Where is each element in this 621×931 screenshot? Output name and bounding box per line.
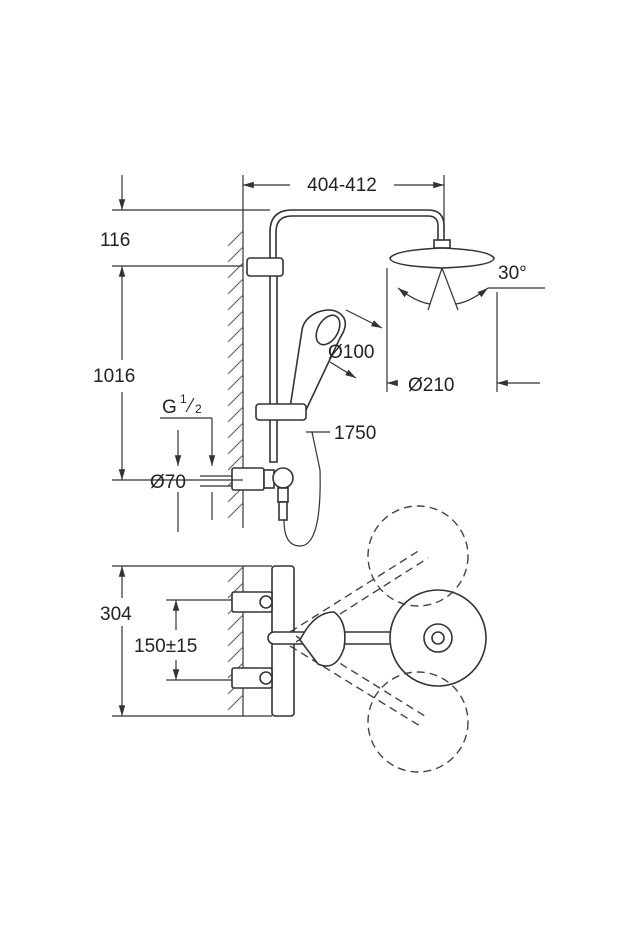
svg-text:G: G (162, 397, 177, 418)
wall-bracket-top (246, 257, 284, 277)
angle-marks (397, 267, 545, 311)
dim-height: 1016 (93, 366, 135, 387)
dim-hose-length: 1750 (334, 423, 376, 444)
side-view (112, 175, 545, 547)
hand-shower (289, 309, 383, 411)
riser-tube (269, 261, 278, 463)
dim-hand-shower-diameter: Ø100 (328, 342, 374, 363)
head-shower (389, 239, 495, 269)
svg-text:2: 2 (195, 402, 202, 416)
dim-diameter-70: Ø70 (150, 472, 186, 493)
slider-bracket (255, 403, 330, 433)
dim-head-diameter: Ø210 (408, 375, 454, 396)
dim-width-range: 404-412 (307, 175, 377, 196)
mixer-connection (231, 431, 321, 547)
top-view (112, 505, 487, 773)
dim-bottom-height: 304 (100, 604, 132, 625)
svg-text:1: 1 (180, 392, 187, 406)
dim-head-angle: 30° (498, 263, 527, 284)
head-top-down (367, 671, 469, 773)
dim-thread: G 1 2 (162, 392, 202, 418)
dim-top-offset: 116 (100, 230, 130, 251)
head-top-up (367, 505, 469, 607)
wall-hatch-bottom (227, 566, 244, 716)
dim-valve-spacing: 150±15 (134, 636, 197, 657)
